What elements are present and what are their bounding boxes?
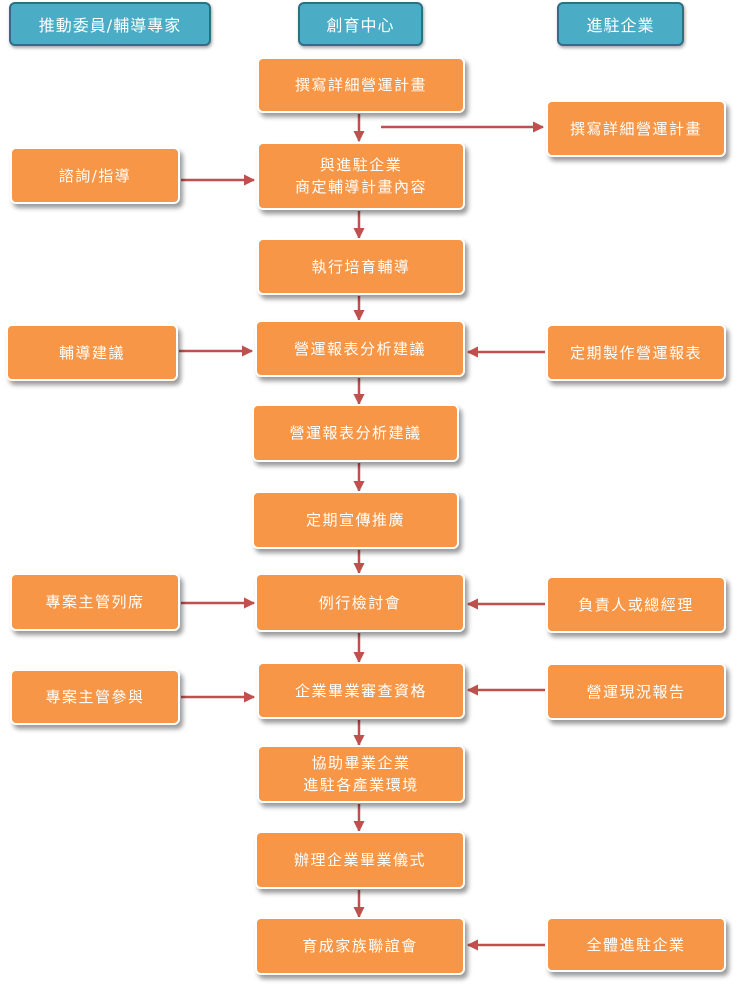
node-line: 企業畢業審查資格 (294, 681, 427, 700)
node-line: 定期製作營運報表 (569, 343, 702, 362)
node-line: 專案主管參與 (45, 688, 145, 706)
center-node-graduation-review: 企業畢業審查資格 (257, 662, 465, 719)
node-line: 撰寫詳細營運計畫 (294, 76, 427, 94)
left-node-advice: 輔導建議 (6, 324, 178, 381)
node-line: 諮詢/指導 (58, 166, 132, 185)
center-node-graduation-ceremony: 辦理企業畢業儀式 (255, 831, 465, 889)
node-line: 營運現況報告 (586, 682, 686, 701)
node-line: 全體進駐企業 (586, 935, 686, 954)
node-line: 協助畢業企業 (311, 754, 411, 772)
node-line: 辦理企業畢業儀式 (293, 851, 426, 869)
node-line: 例行檢討會 (318, 593, 402, 612)
node-line: 定期宣傳推廣 (305, 511, 405, 529)
header-incubation-center: 創育中心 (298, 2, 423, 46)
right-node-all-tenants: 全體進駐企業 (546, 917, 726, 972)
right-node-periodic-report: 定期製作營運報表 (546, 324, 726, 381)
center-node-promotion: 定期宣傳推廣 (252, 491, 459, 549)
center-node-report-analysis-2: 營運報表分析建議 (252, 404, 459, 462)
node-line: 育成家族聯誼會 (302, 937, 418, 955)
center-node-write-plan: 撰寫詳細營運計畫 (257, 57, 465, 113)
left-node-manager-join: 專案主管參與 (10, 669, 180, 725)
node-line: 專案主管列席 (45, 593, 145, 611)
node-line: 營運報表分析建議 (289, 424, 422, 442)
center-node-execute-incubation: 執行培育輔導 (257, 238, 465, 295)
node-line: 與進駐企業 (319, 156, 403, 174)
right-node-general-manager: 負責人或總經理 (546, 576, 726, 633)
header-advisors: 推動委員/輔導專家 (9, 2, 211, 46)
node-line: 進駐各產業環境 (303, 776, 419, 794)
center-node-family-gathering: 育成家族聯誼會 (255, 917, 465, 975)
node-line: 負責人或總經理 (578, 595, 694, 614)
node-line: 輔導建議 (58, 343, 125, 362)
left-node-consult: 諮詢/指導 (10, 147, 180, 204)
right-node-status-report: 營運現況報告 (546, 663, 726, 720)
center-node-assist-graduates: 協助畢業企業 進駐各產業環境 (257, 745, 465, 803)
node-line: 撰寫詳細營運計畫 (569, 119, 702, 138)
node-line: 商定輔導計畫內容 (294, 178, 427, 196)
right-node-write-plan: 撰寫詳細營運計畫 (546, 100, 726, 157)
center-node-review-meeting: 例行檢討會 (255, 573, 465, 632)
center-node-report-analysis-1: 營運報表分析建議 (255, 320, 465, 377)
header-tenant-companies: 進駐企業 (557, 2, 684, 46)
node-line: 執行培育輔導 (311, 257, 411, 276)
center-node-agree-plan: 與進駐企業 商定輔導計畫內容 (257, 142, 465, 210)
node-line: 營運報表分析建議 (293, 339, 426, 358)
left-node-manager-attend: 專案主管列席 (10, 573, 180, 631)
